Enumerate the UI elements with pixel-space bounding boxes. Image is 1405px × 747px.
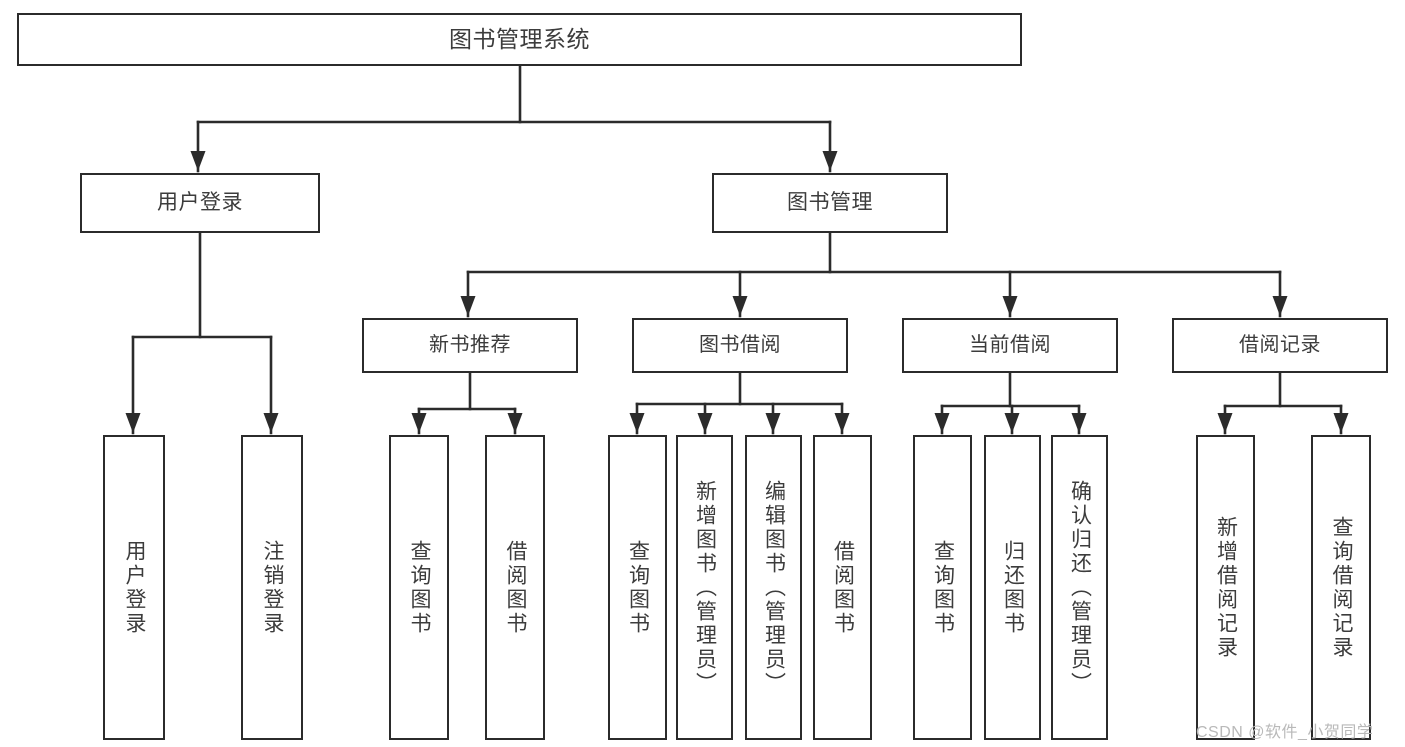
node-leaf-borrow-book-rec[interactable]: 借阅图书 — [485, 435, 545, 740]
node-leaf-query-record[interactable]: 查询借阅记录 — [1311, 435, 1371, 740]
node-leaf-add-book[interactable]: 新增图书（管理员） — [676, 435, 733, 740]
arrowhead-root-to-level1-0 — [190, 151, 206, 171]
node-user-login[interactable]: 用户登录 — [80, 173, 320, 233]
node-label-leaf-borrow-book-rec: 借阅图书 — [504, 539, 528, 636]
connector-user-login-to-leaves — [125, 231, 279, 435]
node-leaf-logout[interactable]: 注销登录 — [241, 435, 303, 740]
node-label-current-borrow: 当前借阅 — [969, 334, 1051, 357]
arrowhead-user-login-to-leaves-0 — [125, 413, 141, 433]
arrowhead-borrow-to-leaves-0 — [629, 413, 645, 433]
connector-recommend-to-leaves — [411, 371, 523, 435]
arrowhead-book-manage-to-level2-1 — [732, 296, 748, 316]
arrowhead-recommend-to-leaves-0 — [411, 413, 427, 433]
arrowhead-book-manage-to-level2-2 — [1002, 296, 1018, 316]
node-label-root: 图书管理系统 — [449, 25, 590, 52]
node-leaf-query-book-borrow[interactable]: 查询图书 — [608, 435, 667, 740]
node-leaf-query-book-cur[interactable]: 查询图书 — [913, 435, 972, 740]
arrowhead-current-to-leaves-2 — [1071, 413, 1087, 433]
node-label-leaf-add-book: 新增图书（管理员） — [693, 479, 717, 696]
node-label-leaf-query-record: 查询借阅记录 — [1330, 515, 1354, 660]
arrowhead-borrow-to-leaves-2 — [765, 413, 781, 433]
arrowhead-record-to-leaves-0 — [1217, 413, 1233, 433]
arrowhead-root-to-level1-1 — [822, 151, 838, 171]
node-label-borrow-record: 借阅记录 — [1239, 334, 1321, 357]
arrowhead-current-to-leaves-0 — [934, 413, 950, 433]
node-leaf-return-book[interactable]: 归还图书 — [984, 435, 1041, 740]
arrowhead-recommend-to-leaves-1 — [507, 413, 523, 433]
node-label-leaf-confirm-return: 确认归还（管理员） — [1068, 479, 1092, 696]
connector-record-to-leaves — [1217, 371, 1349, 435]
node-label-leaf-query-book-rec: 查询图书 — [408, 539, 432, 636]
connector-root-to-level1 — [190, 64, 838, 173]
node-label-leaf-user-login: 用户登录 — [123, 539, 147, 636]
node-label-leaf-logout: 注销登录 — [261, 539, 285, 636]
node-label-leaf-add-record: 新增借阅记录 — [1214, 515, 1238, 660]
connector-book-manage-to-level2 — [460, 231, 1288, 318]
arrowhead-borrow-to-leaves-3 — [834, 413, 850, 433]
node-book-manage[interactable]: 图书管理 — [712, 173, 948, 233]
arrowhead-book-manage-to-level2-3 — [1272, 296, 1288, 316]
arrowhead-borrow-to-leaves-1 — [697, 413, 713, 433]
node-leaf-query-book-rec[interactable]: 查询图书 — [389, 435, 449, 740]
node-label-leaf-return-book: 归还图书 — [1001, 539, 1025, 636]
node-leaf-edit-book[interactable]: 编辑图书（管理员） — [745, 435, 802, 740]
connector-current-to-leaves — [934, 371, 1087, 435]
node-root[interactable]: 图书管理系统 — [17, 13, 1022, 66]
connector-borrow-to-leaves — [629, 371, 850, 435]
node-leaf-add-record[interactable]: 新增借阅记录 — [1196, 435, 1255, 740]
node-leaf-confirm-return[interactable]: 确认归还（管理员） — [1051, 435, 1108, 740]
node-label-new-book-recommend: 新书推荐 — [429, 334, 511, 357]
arrowhead-current-to-leaves-1 — [1004, 413, 1020, 433]
node-borrow-record[interactable]: 借阅记录 — [1172, 318, 1388, 373]
node-leaf-borrow-book[interactable]: 借阅图书 — [813, 435, 872, 740]
node-label-leaf-query-book-borrow: 查询图书 — [626, 539, 650, 636]
node-label-book-borrow: 图书借阅 — [699, 334, 781, 357]
node-current-borrow[interactable]: 当前借阅 — [902, 318, 1118, 373]
arrowhead-user-login-to-leaves-1 — [263, 413, 279, 433]
node-label-leaf-query-book-cur: 查询图书 — [931, 539, 955, 636]
node-leaf-user-login[interactable]: 用户登录 — [103, 435, 165, 740]
node-new-book-recommend[interactable]: 新书推荐 — [362, 318, 578, 373]
arrowhead-book-manage-to-level2-0 — [460, 296, 476, 316]
node-label-user-login: 用户登录 — [157, 191, 243, 215]
node-book-borrow[interactable]: 图书借阅 — [632, 318, 848, 373]
node-label-leaf-edit-book: 编辑图书（管理员） — [762, 479, 786, 696]
arrowhead-record-to-leaves-1 — [1333, 413, 1349, 433]
node-label-leaf-borrow-book: 借阅图书 — [831, 539, 855, 636]
node-label-book-manage: 图书管理 — [787, 191, 873, 215]
